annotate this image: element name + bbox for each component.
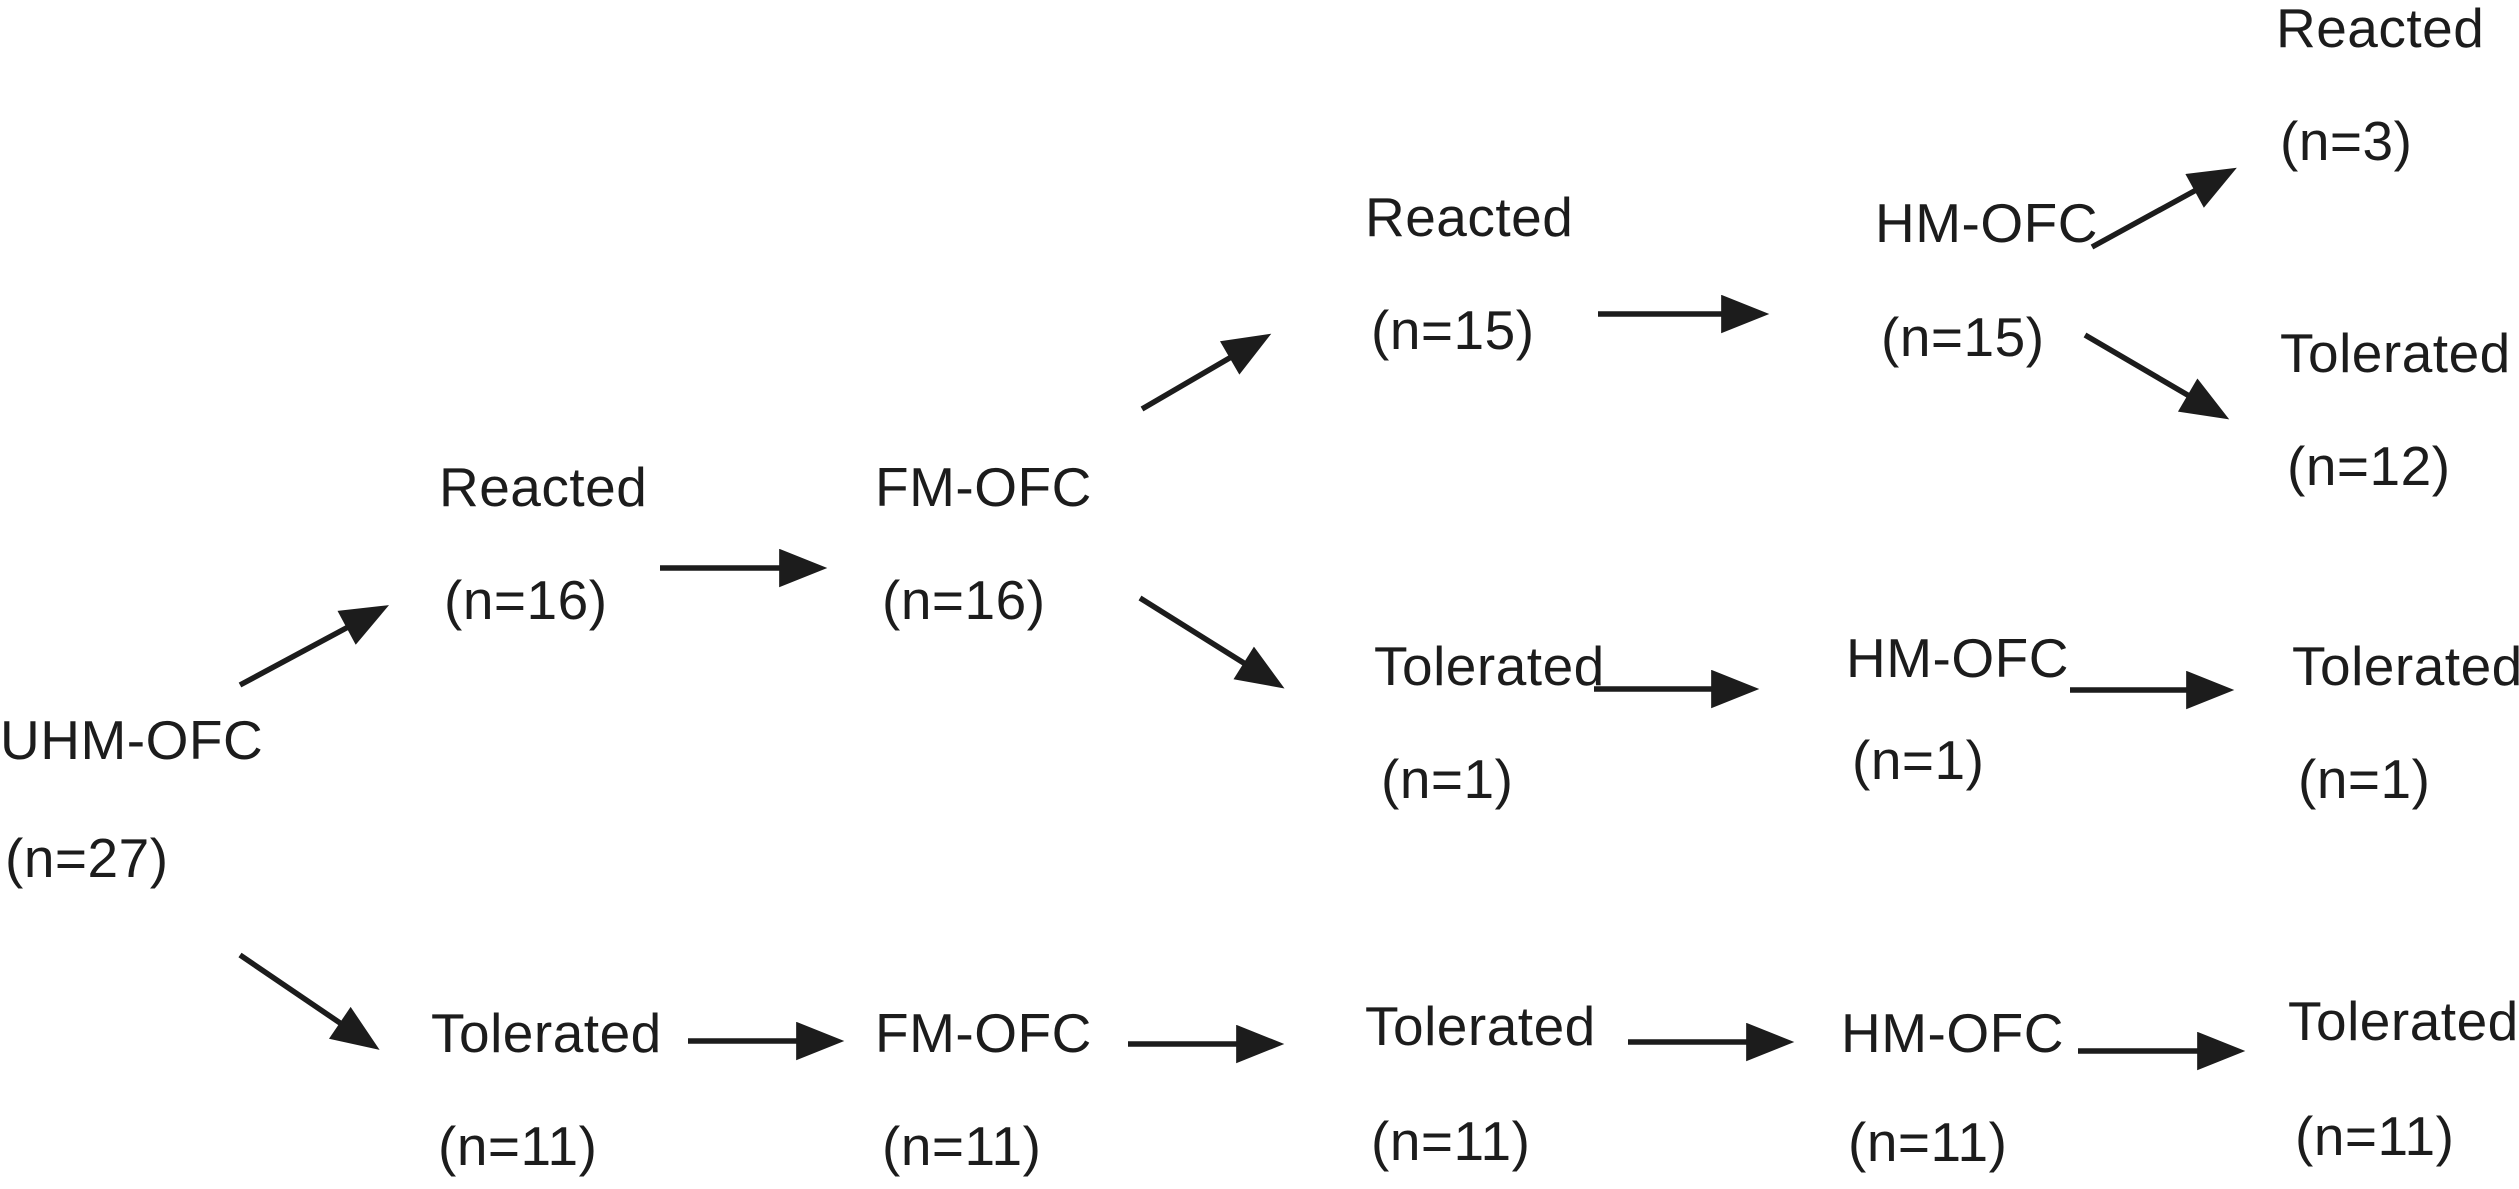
- arrow-uhm-ofc-to-reacted-16: [238, 605, 390, 688]
- node-tolerated-11-label: Tolerated: [431, 1002, 662, 1064]
- node-reacted-16-count: (n=16): [444, 569, 608, 631]
- node-tolerated-11-final-count: (n=11): [2295, 1105, 2455, 1167]
- node-reacted-3-label: Reacted: [2276, 0, 2485, 59]
- node-uhm-ofc-count: (n=27): [5, 827, 169, 889]
- node-fm-ofc-11-count: (n=11): [882, 1115, 1042, 1177]
- node-reacted-3-count: (n=3): [2280, 110, 2413, 172]
- arrow-hm-ofc-15-to-reacted-3: [2090, 167, 2237, 250]
- node-tolerated-1-count: (n=1): [1381, 748, 1514, 810]
- node-fm-ofc-11-label: FM-OFC: [875, 1002, 1092, 1064]
- arrow-fm-ofc-16-to-tolerated-1: [1138, 595, 1285, 689]
- node-tolerated-11-mid-count: (n=11): [1371, 1110, 1531, 1172]
- node-tolerated-11-final-label: Tolerated: [2288, 990, 2519, 1052]
- node-hm-ofc-15-label: HM-OFC: [1875, 192, 2098, 254]
- node-fm-ofc-16-count: (n=16): [882, 569, 1046, 631]
- node-tolerated-12-label: Tolerated: [2280, 322, 2511, 384]
- node-hm-ofc-1-count: (n=1): [1852, 729, 1985, 791]
- node-tolerated-11-count: (n=11): [438, 1115, 598, 1177]
- node-hm-ofc-11-label: HM-OFC: [1841, 1002, 2064, 1064]
- node-fm-ofc-16-label: FM-OFC: [875, 456, 1092, 518]
- arrow-uhm-ofc-to-tolerated-11: [238, 952, 380, 1050]
- node-hm-ofc-11-count: (n=11): [1848, 1111, 2008, 1173]
- arrow-hm-ofc-15-to-tolerated-12: [2083, 332, 2230, 420]
- node-reacted-15-label: Reacted: [1365, 186, 1574, 248]
- node-tolerated-12-count: (n=12): [2287, 435, 2451, 497]
- node-hm-ofc-1-label: HM-OFC: [1846, 627, 2069, 689]
- node-tolerated-1-final-label: Tolerated: [2292, 635, 2519, 697]
- node-tolerated-1-final-count: (n=1): [2298, 748, 2431, 810]
- node-hm-ofc-15-count: (n=15): [1881, 306, 2045, 368]
- node-tolerated-11-mid-label: Tolerated: [1365, 995, 1596, 1057]
- node-reacted-15-count: (n=15): [1371, 299, 1535, 361]
- node-uhm-ofc-label: UHM-OFC: [0, 709, 264, 771]
- node-tolerated-1-label: Tolerated: [1374, 635, 1605, 697]
- node-reacted-16-label: Reacted: [439, 456, 648, 518]
- arrow-fm-ofc-16-to-reacted-15: [1140, 333, 1272, 412]
